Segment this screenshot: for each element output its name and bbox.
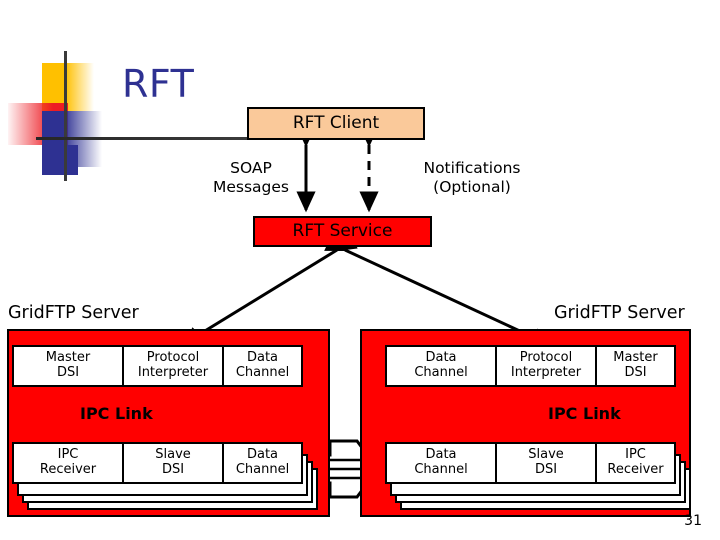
cell-slave-dsi[interactable]: Slave DSI <box>122 442 224 484</box>
cell-ipc-receiver[interactable]: IPC Receiver <box>12 442 124 484</box>
cell-data-channel-bottom[interactable]: Data Channel <box>222 442 303 484</box>
logo-blue-square-lower <box>42 145 78 175</box>
slide-logo-mark <box>0 45 130 181</box>
cell-ipc-receiver-right[interactable]: IPC Receiver <box>595 442 676 484</box>
ipc-link-label-right: IPC Link <box>548 404 621 423</box>
cell-master-dsi-right[interactable]: Master DSI <box>595 345 676 387</box>
server-right-top-row: Data Channel Protocol Interpreter Master… <box>385 345 676 387</box>
ipc-link-label-left: IPC Link <box>80 404 153 423</box>
server-left-bottom-row: IPC Receiver Slave DSI Data Channel <box>12 442 303 484</box>
cell-data-channel-top-right[interactable]: Data Channel <box>385 345 497 387</box>
cell-data-channel-top[interactable]: Data Channel <box>222 345 303 387</box>
cell-protocol-interpreter[interactable]: Protocol Interpreter <box>122 345 224 387</box>
page-number: 31 <box>684 513 702 529</box>
server-right-bottom-row: Data Channel Slave DSI IPC Receiver <box>385 442 676 484</box>
cell-slave-dsi-right[interactable]: Slave DSI <box>495 442 597 484</box>
cell-protocol-interpreter-right[interactable]: Protocol Interpreter <box>495 345 597 387</box>
notifications-label: Notifications (Optional) <box>423 159 521 197</box>
logo-vertical-rule <box>64 51 67 181</box>
server-left-top-row: Master DSI Protocol Interpreter Data Cha… <box>12 345 303 387</box>
rft-service-box[interactable]: RFT Service <box>253 216 432 247</box>
gridftp-server-right-label: GridFTP Server <box>554 303 685 323</box>
cell-master-dsi[interactable]: Master DSI <box>12 345 124 387</box>
rft-client-box[interactable]: RFT Client <box>247 107 425 140</box>
page-title: RFT <box>122 62 195 106</box>
gridftp-server-left-label: GridFTP Server <box>8 303 139 323</box>
soap-messages-label: SOAP Messages <box>212 159 289 197</box>
header-divider-rule <box>36 137 406 140</box>
cell-data-channel-bottom-right[interactable]: Data Channel <box>385 442 497 484</box>
